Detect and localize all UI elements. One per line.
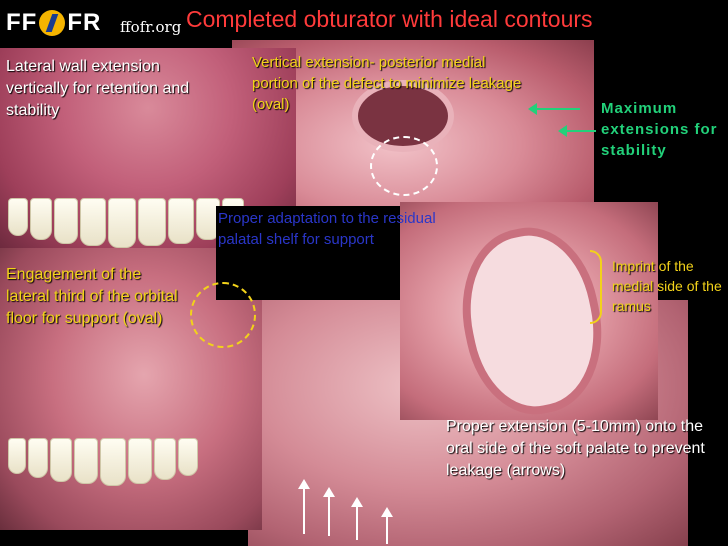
teeth-row-top [8, 198, 244, 248]
label-orbital-engagement: Engagement of the lateral third of the o… [6, 266, 178, 327]
tooth [178, 438, 198, 476]
arrow-up-icon [381, 507, 393, 544]
label-palatal-adaptation: Proper adaptation to the residual palata… [218, 210, 436, 248]
tooth [30, 198, 52, 240]
tooth [168, 198, 194, 244]
tooth [128, 438, 152, 484]
tooth [8, 438, 26, 474]
oval-orbital-floor [190, 282, 256, 348]
ramus-bracket [590, 250, 602, 324]
tooth [74, 438, 98, 484]
label-vertical-extension: Vertical extension- posterior medial por… [252, 54, 522, 113]
arrow-left-icon [528, 103, 580, 115]
arrow-up-icon [351, 497, 363, 540]
tooth [100, 438, 126, 486]
tooth [80, 198, 106, 246]
logo-mark-icon [39, 10, 66, 36]
label-soft-palate-extension: Proper extension (5-10mm) onto the oral … [446, 418, 705, 479]
tooth [108, 198, 136, 248]
tooth [154, 438, 176, 480]
arrow-up-icon [298, 479, 310, 534]
label-lateral-wall: Lateral wall extension vertically for re… [6, 58, 190, 119]
label-ramus-imprint: Imprint of the medial side of the ramus [612, 258, 722, 314]
tooth [50, 438, 72, 482]
tooth [54, 198, 78, 244]
tooth [28, 438, 48, 478]
label-maximum-extensions: Maximum extensions for stability [601, 100, 718, 159]
tooth [138, 198, 166, 246]
arrow-left-icon [558, 125, 596, 137]
site-name: ffofr.org [120, 18, 182, 36]
arrow-up-icon [323, 487, 335, 536]
page-title: Completed obturator with ideal contours [186, 6, 593, 32]
tooth [8, 198, 28, 236]
teeth-row-bottom [8, 438, 198, 486]
oval-vertical-extension [370, 136, 438, 196]
label-backdrop [216, 206, 400, 300]
photo-obturator-ramus [400, 202, 658, 420]
